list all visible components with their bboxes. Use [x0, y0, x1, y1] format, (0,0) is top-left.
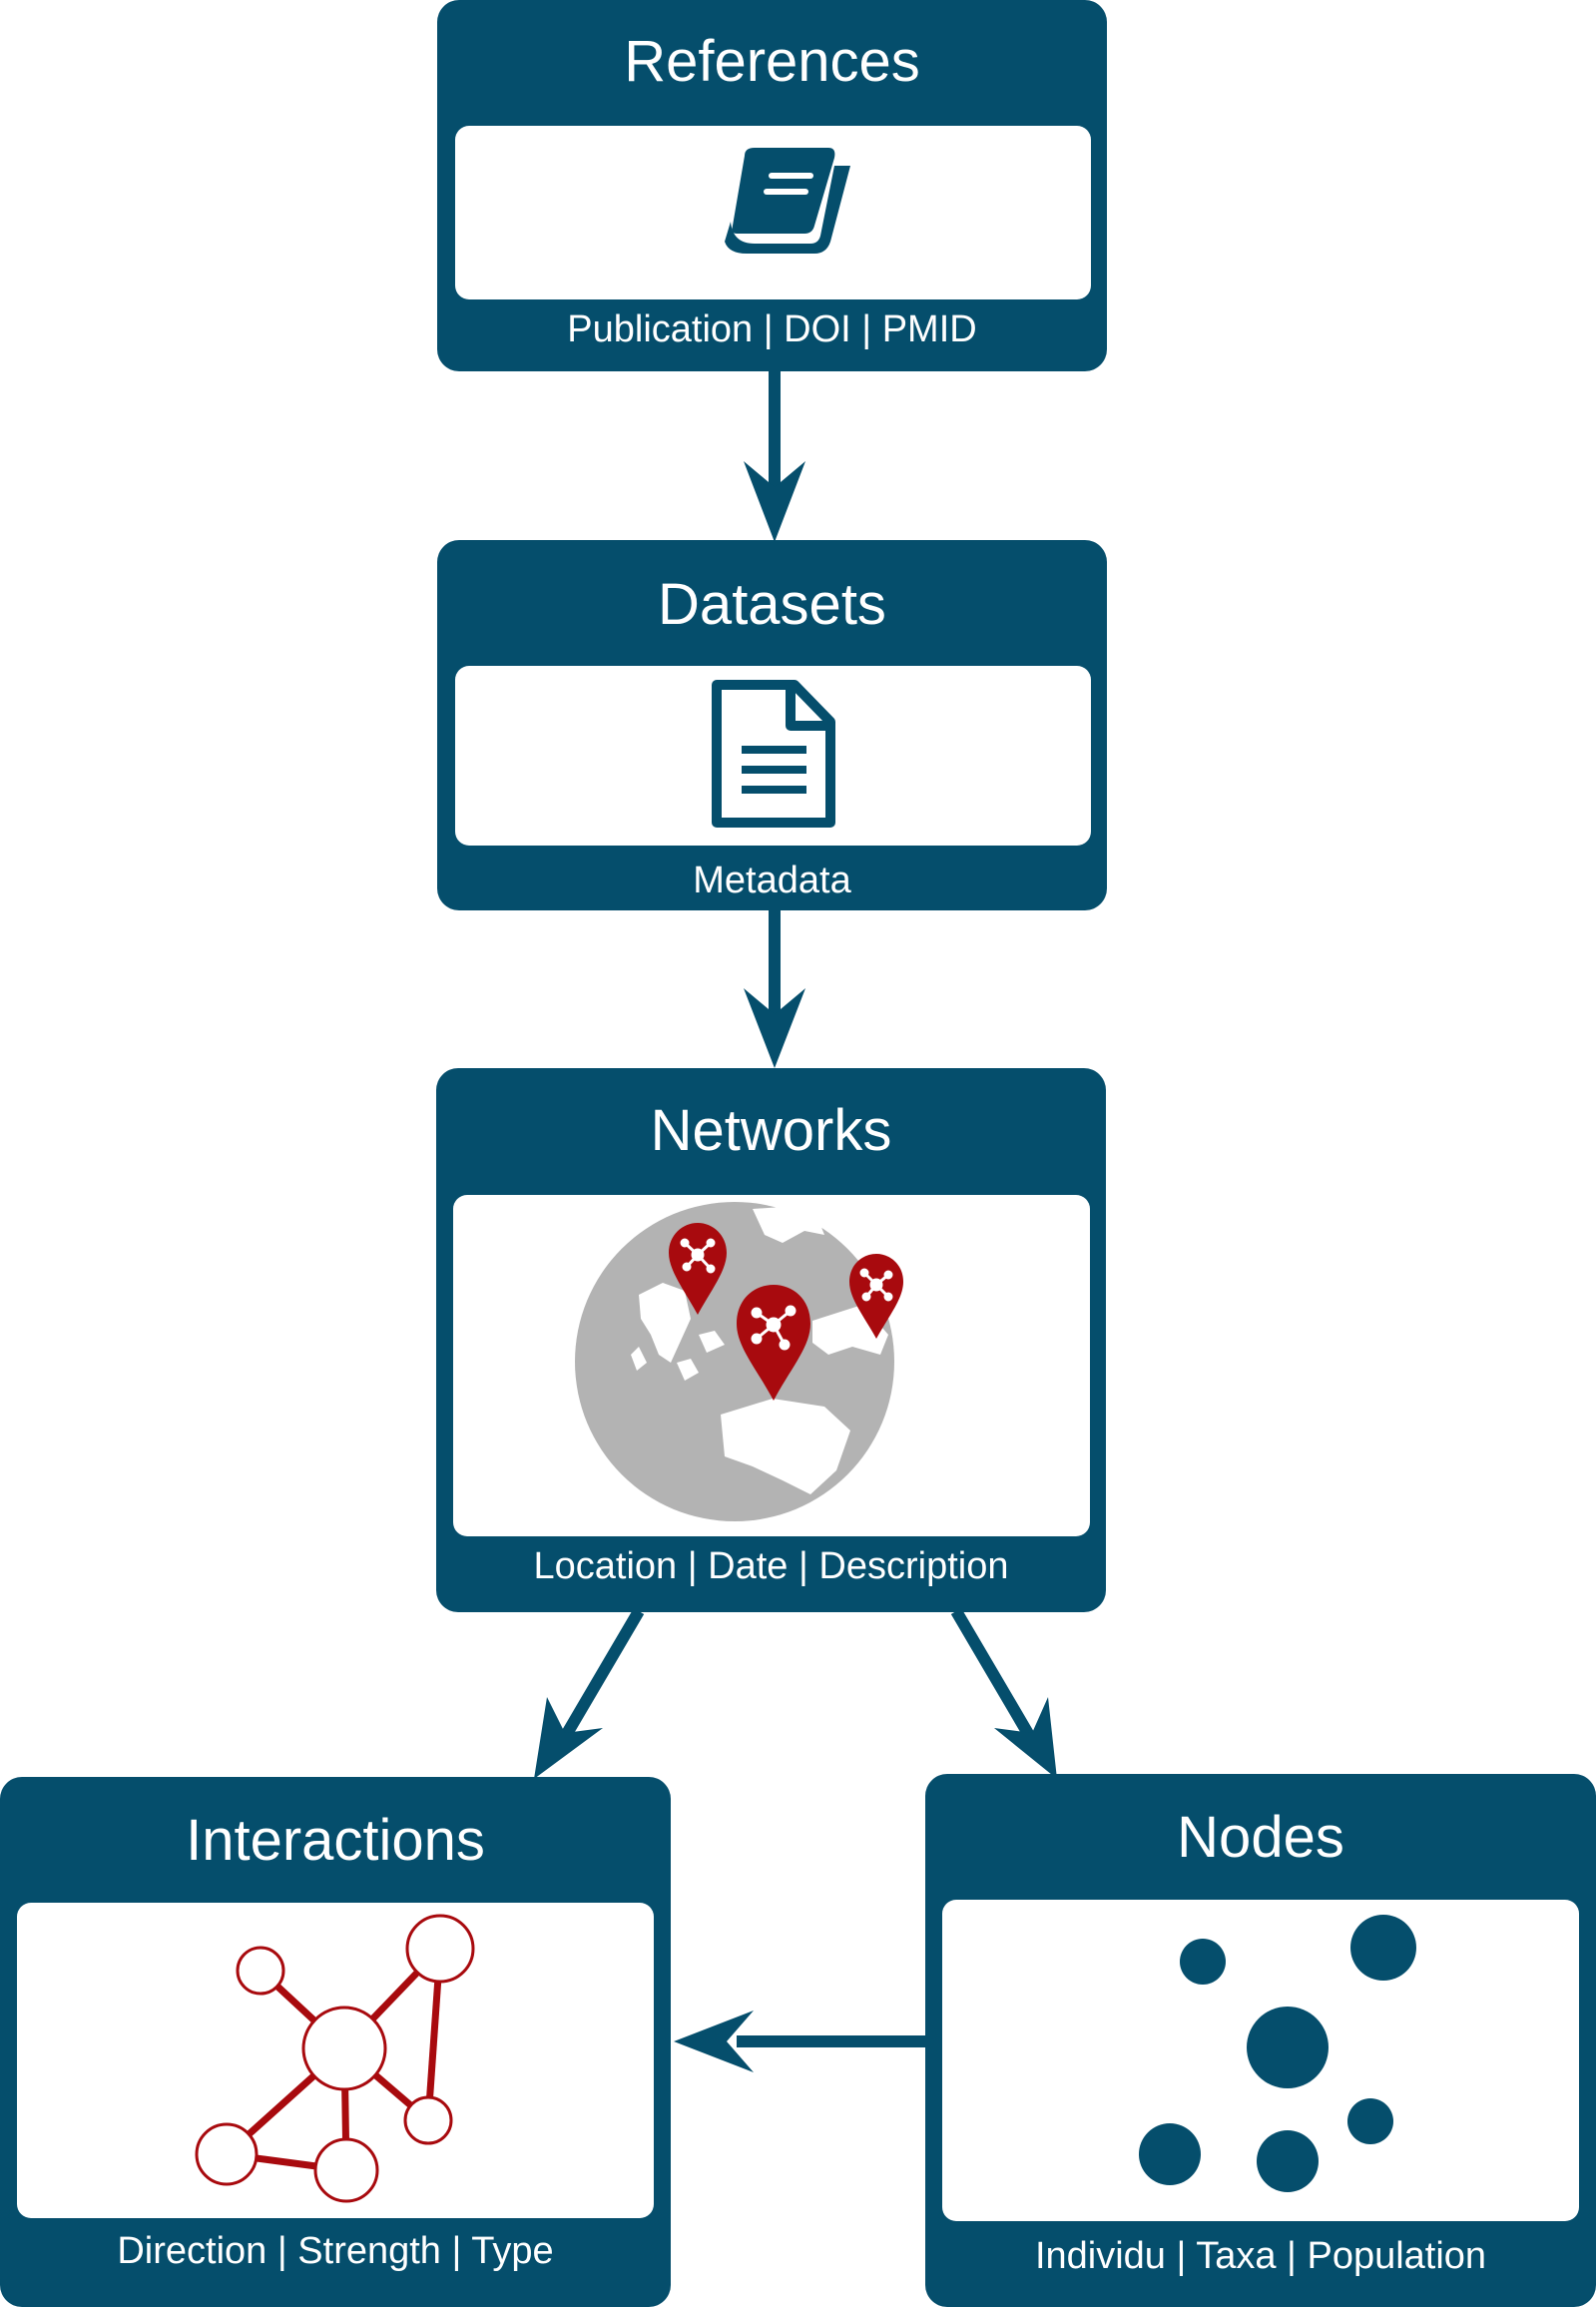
arrowhead-networks-to-interactions [534, 1697, 603, 1779]
references-card: References Publication | DOI | PMID [437, 0, 1107, 371]
arrowhead-networks-to-nodes [994, 1697, 1057, 1779]
arrow-networks-to-interactions [559, 1607, 645, 1741]
datasets-caption: Metadata [693, 860, 851, 901]
interactions-caption: Direction | Strength | Type [117, 2230, 554, 2272]
networks-title: Networks [650, 1098, 892, 1163]
networks-icon-panel [453, 1195, 1090, 1536]
arrowhead-nodes-to-interactions [674, 2011, 754, 2072]
arrowhead-datasets-to-networks [744, 988, 805, 1068]
references-caption: Publication | DOI | PMID [567, 308, 977, 350]
arrowhead-references-to-datasets [744, 461, 805, 542]
arrow-networks-to-nodes [950, 1607, 1036, 1741]
datasets-title: Datasets [658, 572, 886, 637]
dots-icon [1139, 1915, 1416, 2192]
interactions-title: Interactions [186, 1808, 485, 1873]
nodes-caption: Individu | Taxa | Population [1034, 2235, 1487, 2277]
book-icon [725, 148, 850, 254]
references-icon-panel [455, 126, 1091, 299]
interactions-icon-panel [17, 1903, 654, 2218]
nodes-card: Nodes Individu | Taxa | Population [925, 1774, 1596, 2307]
nodes-title: Nodes [1177, 1805, 1344, 1870]
references-title: References [624, 29, 920, 94]
datasets-card: Datasets Metadata [437, 540, 1107, 910]
network-graph-icon [195, 1914, 475, 2203]
nodes-icon-panel [942, 1900, 1579, 2221]
networks-caption: Location | Date | Description [533, 1545, 1009, 1587]
document-icon [712, 680, 835, 828]
datasets-icon-panel [455, 666, 1091, 846]
globe-map-pins-icon [575, 1202, 948, 1521]
interactions-card: Interactions Direction | Strength | T [0, 1777, 671, 2307]
networks-card: Networks [436, 1068, 1106, 1612]
